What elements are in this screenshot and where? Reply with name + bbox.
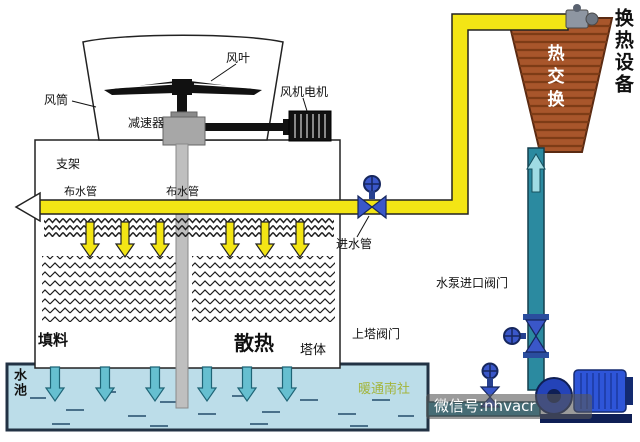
drive-shaft (175, 143, 189, 409)
distribution-pipe-left-label: 布水管 (64, 185, 97, 198)
flow-arrow-up-icon (526, 153, 546, 193)
support-label: 支架 (56, 157, 81, 171)
tower-body-label: 塔体 (300, 343, 327, 358)
distribution-pipe-right-label: 布水管 (166, 185, 199, 198)
watermark-wechat: 微信号:nhvacr (426, 394, 592, 419)
upper-tower-valve-icon (503, 319, 548, 353)
spray-arrows (79, 221, 311, 259)
flow-arrow-left-icon (14, 191, 41, 223)
basin-label: 水池 (10, 368, 26, 398)
fan-blades-icon (104, 79, 262, 119)
pump-inlet-valve-label: 水泵进口阀门 (436, 276, 509, 290)
water-basin (5, 362, 430, 432)
fill-material-right (192, 256, 335, 322)
watermark-brand: 暖通南社 (358, 382, 411, 397)
riser-pipe (523, 147, 549, 391)
basin-arrows (44, 366, 298, 403)
fan-blade-label: 风叶 (226, 51, 251, 65)
fill-material-left (42, 256, 176, 322)
gear-reducer-label: 减速器 (128, 116, 165, 130)
heat-exchange-inner-label: 热交换 (543, 44, 564, 113)
hot-water-pipe (14, 13, 569, 223)
heat-dissipation-label: 散热 (234, 331, 274, 355)
gear-reducer-icon (162, 111, 206, 146)
fan-motor-label: 风机电机 (280, 85, 329, 99)
upper-tower-valve-label: 上塔阀门 (352, 327, 401, 341)
leader-lines (71, 63, 370, 238)
inlet-pipe-label: 进水管 (336, 237, 373, 251)
heat-exchange-unit-label: 换热设备 (611, 8, 634, 96)
fan-motor-icon (205, 110, 332, 142)
inlet-pipe-valve-icon (357, 175, 387, 220)
fill-label: 填料 (38, 331, 69, 349)
hx-top-valve-icon (565, 4, 599, 29)
fan-duct-label: 风筒 (44, 93, 69, 107)
